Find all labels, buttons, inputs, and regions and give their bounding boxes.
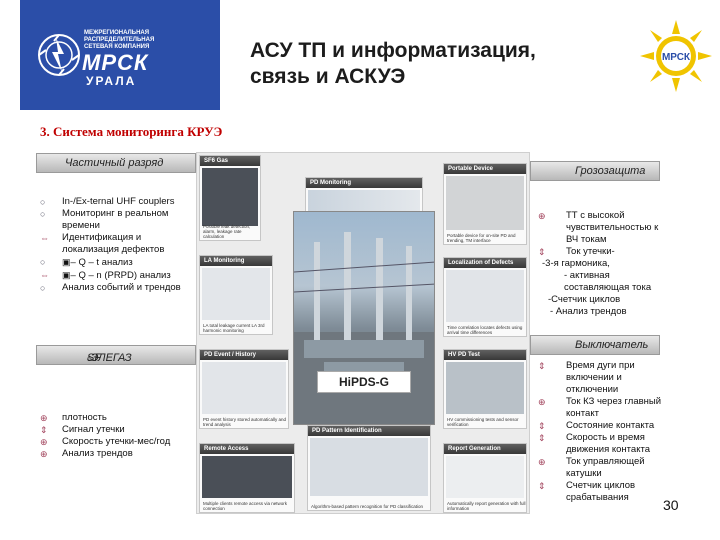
list-item: ○▣– Q – t анализ xyxy=(40,257,133,268)
cross-bullet-icon: ⊕ xyxy=(40,413,48,423)
arrow-bullet-icon: ⇕ xyxy=(538,361,546,371)
list-item: ⊕ТТ с высокой чувствительностью к ВЧ ток… xyxy=(538,210,659,245)
tile-screen xyxy=(446,456,524,498)
lightning-header: Грозозащита xyxy=(530,161,660,181)
page-title: АСУ ТП и информатизация, связь и АСКУЭ xyxy=(250,38,536,90)
list-item: ⇕Время дуги при включении и отключении xyxy=(538,360,635,395)
logo-company-text: МЕЖРЕГИОНАЛЬНАЯ РАСПРЕДЕЛИТЕЛЬНАЯ СЕТЕВА… xyxy=(84,30,155,50)
section-title: 3. Система мониторинга КРУЭ xyxy=(40,124,223,139)
title-line-2: связь и АСКУЭ xyxy=(250,65,406,88)
tile-remote-access: Remote Access Multiple clients remote ac… xyxy=(199,443,295,513)
arrow-bullet-icon: ⇕ xyxy=(538,247,546,257)
ring-bullet-icon: ○ xyxy=(40,283,46,293)
cross-bullet-icon: ⊕ xyxy=(538,397,546,407)
cross-bullet-icon: ⊕ xyxy=(538,457,546,467)
logo-big-text: МРСК xyxy=(82,50,149,75)
tile-screen xyxy=(446,176,524,230)
ring-bullet-icon: ○ xyxy=(40,197,46,207)
title-area: АСУ ТП и информатизация, связь и АСКУЭ xyxy=(220,0,625,110)
arrow-bullet-icon: ⇕ xyxy=(40,425,48,435)
list-item: ⊕Ток управляющей катушки xyxy=(538,456,645,479)
tile-screen xyxy=(446,270,524,322)
list-item: ○Анализ событий и трендов xyxy=(40,282,181,293)
diamond-bullet-icon: ⇔ xyxy=(40,270,49,280)
lightning-title: Грозозащита xyxy=(575,165,646,177)
header-banner: МЕЖРЕГИОНАЛЬНАЯ РАСПРЕДЕЛИТЕЛЬНАЯ СЕТЕВА… xyxy=(20,0,625,110)
tile-portable-device: Portable Device Portable device for on-s… xyxy=(443,163,527,245)
partial-discharge-list: ○In-/Ex-ternal UHF couplers ○Мониторинг … xyxy=(40,196,196,294)
partial-discharge-header: Частичный разряд xyxy=(36,153,196,173)
list-item: -3-я гармоника, xyxy=(542,258,610,269)
monitor-icon: ▣ xyxy=(62,270,71,280)
list-item: ⇔▣– Q – n (PRPD) анализ xyxy=(40,270,171,281)
page-number: 30 xyxy=(663,497,679,513)
list-item: ⇕Счетчик циклов срабатывания xyxy=(538,480,636,503)
tile-la-monitoring: LA Monitoring LA total leakage current L… xyxy=(199,255,273,335)
list-item: ⇕Состояние контакта xyxy=(538,420,655,431)
list-item: ○Мониторинг в реальном времени xyxy=(40,208,169,231)
ring-bullet-icon: ○ xyxy=(40,209,46,219)
list-item: ⊕плотность xyxy=(40,412,107,423)
tile-screen xyxy=(202,268,270,320)
cross-bullet-icon: ⊕ xyxy=(40,437,48,447)
list-item: -Счетчик циклов xyxy=(548,294,621,305)
list-item: - Анализ трендов xyxy=(550,306,627,317)
diamond-bullet-icon: ⇔ xyxy=(40,233,49,243)
tile-screen xyxy=(310,438,428,496)
monitor-icon: ▣ xyxy=(62,257,71,267)
cross-bullet-icon: ⊕ xyxy=(40,449,48,459)
breaker-header: Выключатель xyxy=(530,335,660,355)
tile-localization-of-defects: Localization of Defects Time correlation… xyxy=(443,257,527,337)
tile-pd-event-history: PD Event / History PD event history stor… xyxy=(199,349,289,429)
mrsk-urala-logo: МЕЖРЕГИОНАЛЬНАЯ РАСПРЕДЕЛИТЕЛЬНАЯ СЕТЕВА… xyxy=(20,0,220,110)
tile-report-generation: Report Generation Automatically report g… xyxy=(443,443,527,513)
tile-screen xyxy=(202,456,292,498)
list-item: ⇕Сигнал утечки xyxy=(40,424,125,435)
title-line-1: АСУ ТП и информатизация, xyxy=(250,39,536,62)
sun-logo-text: МРСК xyxy=(662,52,691,63)
list-item: ⊕Скорость утечки-мес/год xyxy=(40,436,171,447)
list-item: ⇕Скорость и время движения контакта xyxy=(538,432,650,455)
tile-sf6-gas-monitoring: SF6 Gas Monitoring Possible leak detecti… xyxy=(199,155,261,241)
list-item: ⇔Идентификация и локализация дефектов xyxy=(40,232,165,255)
lightning-list: ⊕ТТ с высокой чувствительностью к ВЧ ток… xyxy=(538,210,662,318)
arrow-bullet-icon: ⇕ xyxy=(538,481,546,491)
partial-discharge-title: Частичный разряд xyxy=(65,157,164,169)
substation-illustration xyxy=(294,232,434,424)
tile-screen xyxy=(202,362,286,414)
list-item: - активная составляющая тока xyxy=(564,270,652,293)
list-item: ⊕Анализ трендов xyxy=(40,448,133,459)
list-item: ⊕Ток КЗ через главный контакт xyxy=(538,396,662,419)
tile-pd-pattern-identification: PD Pattern Identification Algorithm-base… xyxy=(307,425,431,511)
tile-screen xyxy=(446,362,524,414)
breaker-title: Выключатель xyxy=(575,339,649,351)
list-item: ○In-/Ex-ternal UHF couplers xyxy=(40,196,175,207)
list-item: ⇕Ток утечки- xyxy=(538,246,615,257)
sf6-list: ⊕плотность ⇕Сигнал утечки ⊕Скорость утеч… xyxy=(40,412,196,460)
hipds-collage: SF6 Gas Monitoring Possible leak detecti… xyxy=(196,152,530,514)
cross-bullet-icon: ⊕ xyxy=(538,211,546,221)
mrsk-sun-logo-icon: МРСК xyxy=(640,20,712,92)
lightning-emblem-icon xyxy=(38,34,80,76)
arrow-bullet-icon: ⇕ xyxy=(538,421,546,431)
ring-bullet-icon: ○ xyxy=(40,257,46,267)
hipds-label: HiPDS-G xyxy=(317,371,411,393)
breaker-list: ⇕Время дуги при включении и отключении ⊕… xyxy=(538,360,664,504)
logo-sub-text: УРАЛА xyxy=(86,74,137,88)
tile-hv-pd-test: HV PD Test HV commissioning tests and se… xyxy=(443,349,527,429)
arrow-bullet-icon: ⇕ xyxy=(538,433,546,443)
tile-screen xyxy=(202,168,258,226)
